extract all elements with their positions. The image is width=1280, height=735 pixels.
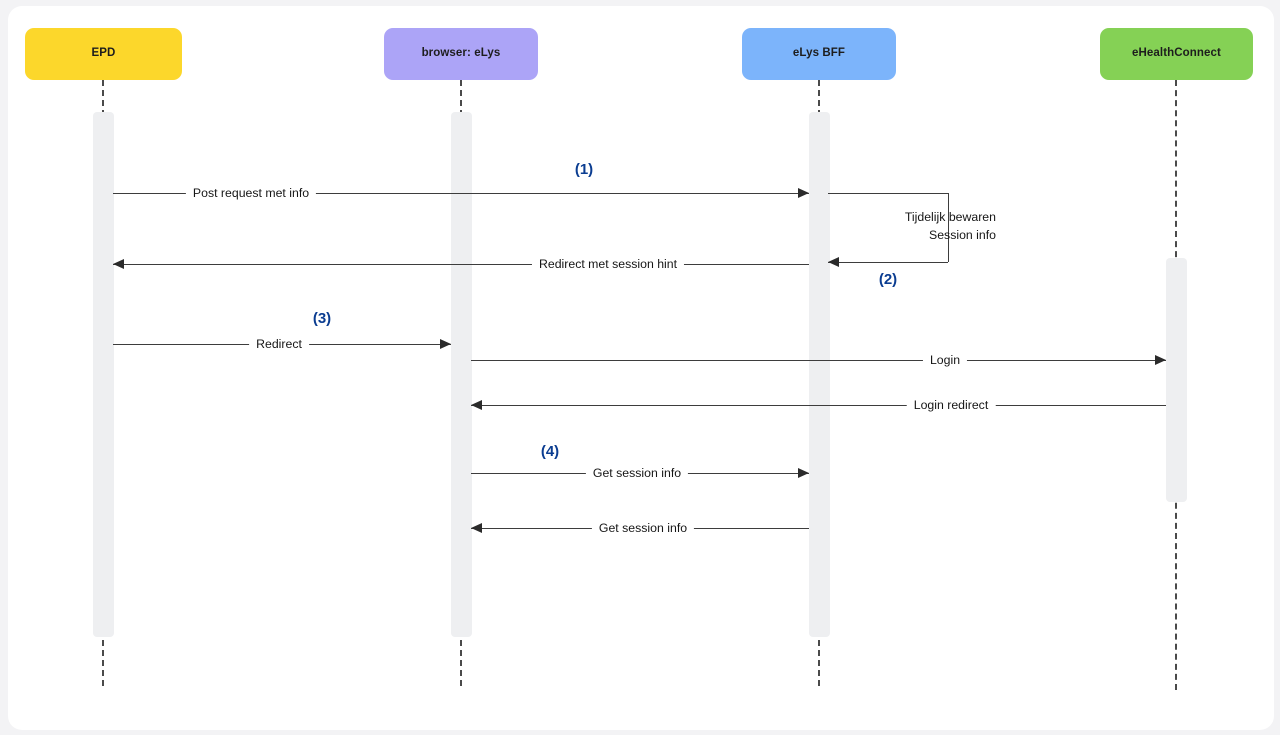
arrowhead-m4: [440, 339, 451, 349]
participant-label-epd: EPD: [91, 47, 116, 60]
self-loop-note-line1: Tijdelijk bewaren: [904, 210, 996, 224]
arrowhead-m8: [471, 523, 482, 533]
self-loop-right-line: [948, 193, 949, 262]
arrowhead-m1: [798, 188, 809, 198]
activation-bar-browser: [451, 112, 472, 637]
message-label-m4: Redirect: [249, 337, 309, 351]
message-label-m5: Login: [922, 353, 968, 367]
step-label-3: (3): [312, 310, 332, 327]
participant-bff[interactable]: eLys BFF: [742, 28, 896, 80]
message-label-m6: Login redirect: [906, 398, 996, 412]
step-label-4: (4): [540, 443, 560, 460]
arrowhead-self-loop: [828, 257, 839, 267]
arrowhead-m7: [798, 468, 809, 478]
step-label-2: (2): [878, 271, 898, 288]
participant-label-ehc: eHealthConnect: [1132, 47, 1221, 60]
arrowhead-m5: [1155, 355, 1166, 365]
message-line-m3: [113, 264, 809, 265]
arrowhead-m3: [113, 259, 124, 269]
step-label-1: (1): [574, 161, 594, 178]
participant-epd[interactable]: EPD: [25, 28, 182, 80]
message-label-m3: Redirect met session hint: [531, 257, 685, 271]
self-loop-note-line2: Session info: [929, 228, 996, 242]
message-line-m6: [471, 405, 1166, 406]
arrowhead-m6: [471, 400, 482, 410]
participant-ehc[interactable]: eHealthConnect: [1100, 28, 1253, 80]
activation-bar-ehc: [1166, 258, 1187, 502]
participant-label-browser: browser: eLys: [421, 47, 501, 60]
message-label-m7: Get session info: [585, 466, 689, 480]
message-label-m1: Post request met info: [185, 186, 317, 200]
activation-bar-bff: [809, 112, 830, 637]
message-label-m8: Get session info: [591, 521, 695, 535]
participant-browser[interactable]: browser: eLys: [384, 28, 538, 80]
message-line-m5: [471, 360, 1166, 361]
participant-label-bff: eLys BFF: [792, 47, 846, 60]
message-line-m1: [113, 193, 809, 194]
activation-bar-epd: [93, 112, 114, 637]
self-loop-bottom-line: [828, 262, 948, 263]
self-loop-top-line: [828, 193, 948, 194]
